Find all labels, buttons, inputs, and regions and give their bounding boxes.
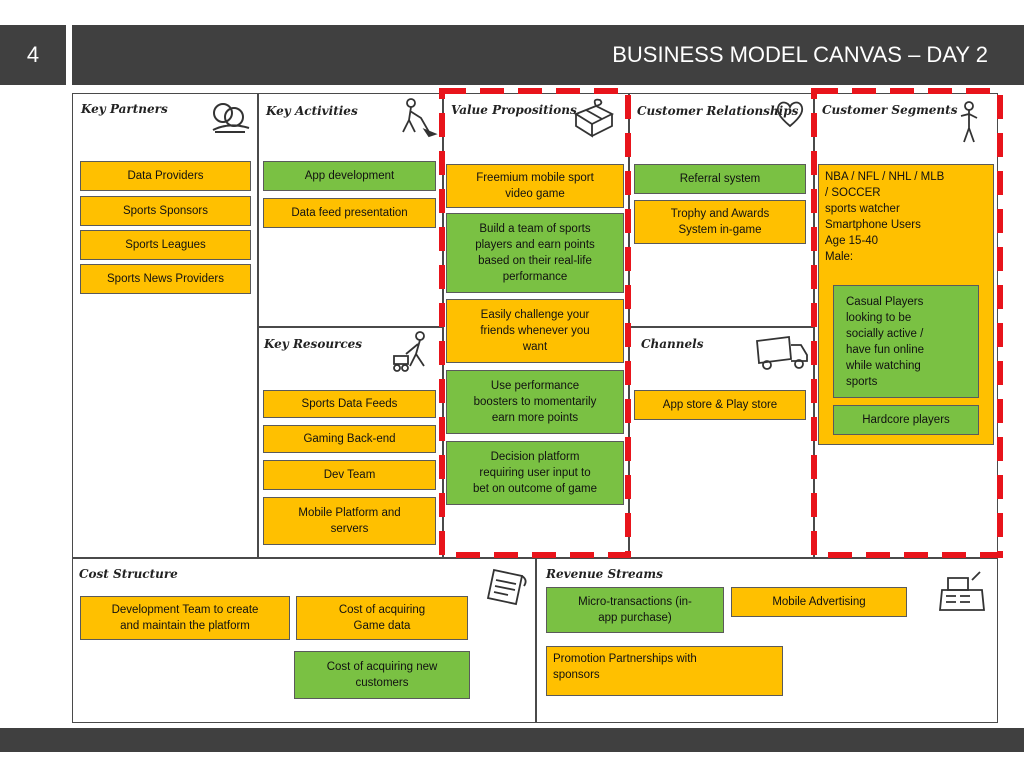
gift-box-icon (574, 98, 615, 138)
value-proposition-box: Easily challenge your friends whenever y… (446, 299, 624, 363)
section-title-value-propositions: Value Propositions (451, 103, 577, 117)
key-partner-box: Sports Leagues (80, 230, 251, 260)
key-activity-box: Data feed presentation (263, 198, 436, 228)
customer-relationship-box: Referral system (634, 164, 806, 194)
divider-cr-ch (628, 326, 814, 328)
handshake-icon (212, 103, 250, 133)
section-title-key-partners: Key Partners (81, 102, 168, 116)
slide-title-text: BUSINESS MODEL CANVAS – DAY 2 (612, 42, 988, 67)
customer-segment-casual-box: Casual Players looking to be socially ac… (833, 285, 979, 398)
section-title-channels: Channels (641, 337, 704, 351)
key-resource-box: Gaming Back-end (263, 425, 436, 453)
heart-icon (776, 101, 804, 128)
channel-box: App store & Play store (634, 390, 806, 420)
key-partner-box: Data Providers (80, 161, 251, 191)
slide-title: BUSINESS MODEL CANVAS – DAY 2 (72, 25, 1024, 85)
key-resource-box: Dev Team (263, 460, 436, 490)
key-partner-box: Sports Sponsors (80, 196, 251, 226)
divider-ka-kr (257, 326, 443, 328)
value-proposition-box: Build a team of sports players and earn … (446, 213, 624, 293)
section-title-key-activities: Key Activities (266, 104, 358, 118)
cost-structure-box: Cost of acquiring new customers (294, 651, 470, 699)
revenue-stream-box: Micro-transactions (in- app purchase) (546, 587, 724, 633)
section-title-customer-segments: Customer Segments (822, 103, 958, 117)
cash-register-icon (939, 571, 985, 611)
footer-bar (0, 728, 1024, 752)
customer-relationship-box: Trophy and Awards System in-game (634, 200, 806, 244)
section-title-key-resources: Key Resources (264, 337, 363, 351)
key-activity-box: App development (263, 161, 436, 191)
customer-segment-hardcore-box: Hardcore players (833, 405, 979, 435)
delivery-truck-icon (756, 335, 808, 370)
highlight-value-propositions (439, 88, 631, 558)
section-title-revenue-streams: Revenue Streams (546, 567, 663, 581)
key-partner-box: Sports News Providers (80, 264, 251, 294)
section-title-cost-structure: Cost Structure (79, 567, 178, 581)
divider-kp-ka (257, 93, 259, 558)
worker-pushing-cart-icon (393, 331, 425, 372)
value-proposition-box: Freemium mobile sport video game (446, 164, 624, 208)
key-resource-box: Mobile Platform and servers (263, 497, 436, 545)
value-proposition-box: Use performance boosters to momentarily … (446, 370, 624, 434)
section-title-customer-relationships: Customer Relationships (637, 104, 799, 118)
cost-structure-box: Cost of acquiring Game data (296, 596, 468, 640)
slide-number: 4 (0, 25, 66, 85)
highlight-customer-segments (811, 88, 1003, 558)
person-icon (960, 101, 978, 143)
value-proposition-box: Decision platform requiring user input t… (446, 441, 624, 505)
cost-structure-box: Development Team to create and maintain … (80, 596, 290, 640)
revenue-stream-box: Promotion Partnerships with sponsors (546, 646, 783, 696)
divider-cost-revenue (535, 557, 537, 723)
revenue-stream-box: Mobile Advertising (731, 587, 907, 617)
worker-shoveling-icon (402, 98, 438, 138)
receipt-icon (486, 568, 527, 606)
key-resource-box: Sports Data Feeds (263, 390, 436, 418)
